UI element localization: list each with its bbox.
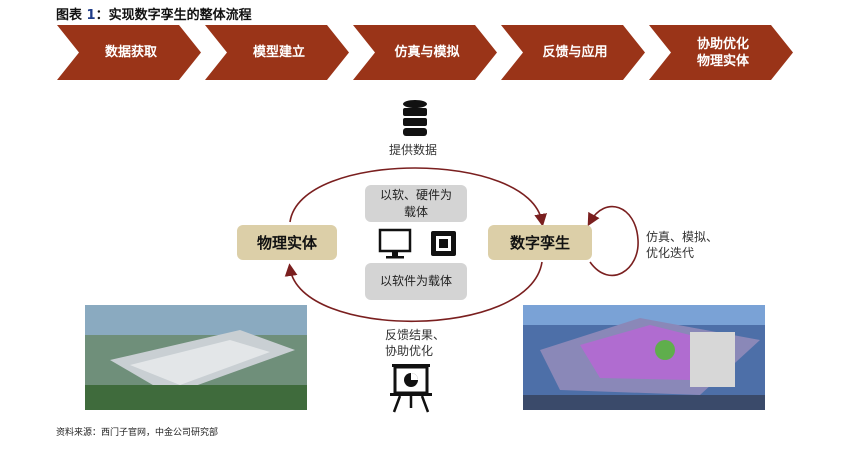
flow-step-chevron [501,25,645,80]
flow-step-chevron [649,25,793,80]
chip-icon [431,231,456,256]
figure-title: 图表 1：实现数字孪生的整体流程 [56,8,252,23]
database-icon [403,100,427,136]
source-note: 资料来源：西门子官网，中金公司研究部 [56,428,219,438]
arrow-bottom [284,261,543,323]
flow-step-label: 仿真与模拟 [394,45,460,60]
feedback-label: 反馈结果、 协助优化 [385,328,446,358]
flow-step-label: 协助优化 物理实体 [696,36,749,69]
self-loop-arrow [587,205,639,277]
flow-step-label: 反馈与应用 [542,45,608,60]
digital-twin-node: 数字孪生 [488,225,592,260]
monitor-icon [378,228,412,259]
sw-carrier-box: 以软件为载体 [365,263,467,300]
flow-step-label: 数据获取 [104,45,157,60]
presentation-icon [390,364,432,413]
flow-step-label: 模型建立 [252,45,305,60]
flow-step-chevron [353,25,497,80]
hw-sw-carrier-box: 以软、硬件为载体 [365,185,467,222]
flow-step-chevron [205,25,349,80]
flow-step-chevron [57,25,201,80]
provide-data-label: 提供数据 [389,143,438,157]
factory-photo [85,305,307,410]
self-loop-label: 仿真、模拟、 优化迭代 [646,230,719,260]
arrow-top [289,167,547,227]
physical-entity-node: 物理实体 [237,225,337,260]
digital-twin-factory-image [523,305,765,410]
